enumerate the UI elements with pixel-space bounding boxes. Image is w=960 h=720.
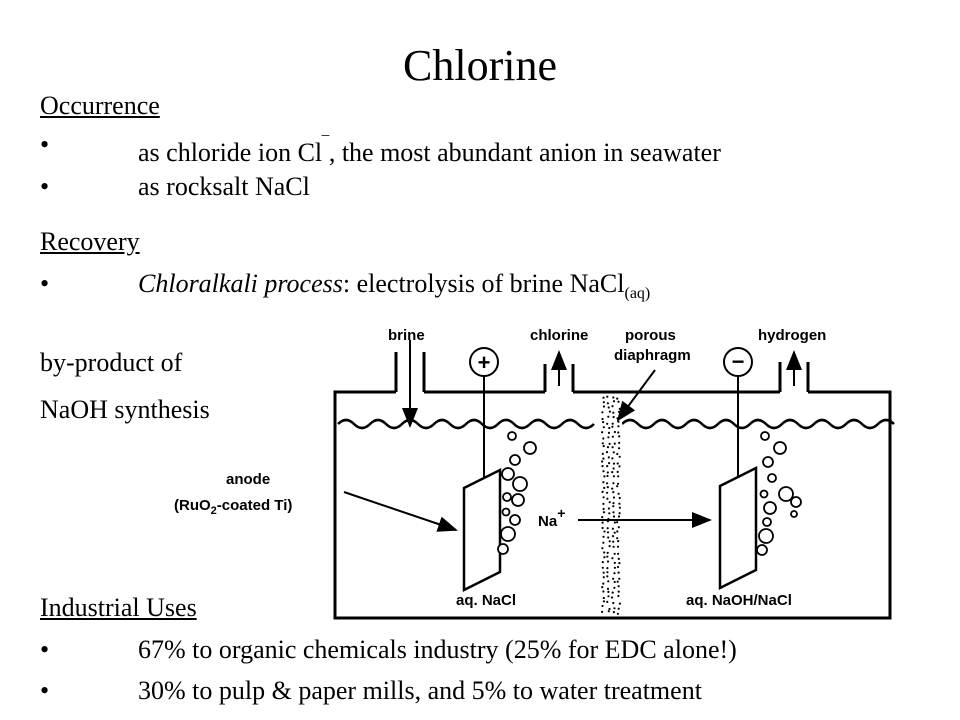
chlorine-outlet-pipe xyxy=(543,350,575,394)
cathode-electrode xyxy=(718,347,758,591)
byproduct-line-2: NaOH synthesis xyxy=(40,395,210,424)
porous-label: porous xyxy=(625,327,676,344)
diaphragm-label: diaphragm xyxy=(614,347,691,364)
anode-plus-sign: + xyxy=(478,350,491,375)
occurrence-item-2-text: as rocksalt NaCl xyxy=(138,172,310,201)
hydrogen-outlet-pipe xyxy=(778,350,810,394)
recovery-heading: Recovery xyxy=(40,227,140,256)
diaphragm-pointer-arrow xyxy=(616,369,656,422)
process-name: Chloralkali process xyxy=(138,269,343,298)
bullet-mark: • xyxy=(40,635,50,664)
anode-label: anode xyxy=(226,471,270,488)
byproduct-line-1: by-product of xyxy=(40,348,183,377)
aqueous-subscript: (aq) xyxy=(624,285,651,302)
chloride-charge: ‾ xyxy=(322,134,329,156)
industrial-uses-heading: Industrial Uses xyxy=(40,593,197,622)
anode-pointer-arrow xyxy=(343,491,458,532)
bullet-mark: • xyxy=(40,676,50,705)
occurrence-item-1-rest: , the most abundant anion in seawater xyxy=(328,138,721,167)
brine-inlet-pipe xyxy=(394,340,426,428)
bullet-mark: • xyxy=(40,269,50,298)
anode-material-label: (RuO2-coated Ti) xyxy=(174,497,292,517)
brine-label: brine xyxy=(388,327,425,344)
slide-title: Chlorine xyxy=(403,41,557,90)
bullet-mark: • xyxy=(40,130,50,159)
process-description: : electrolysis of brine NaCl xyxy=(342,269,625,298)
cathode-minus-sign: − xyxy=(732,349,745,374)
anode-electrode xyxy=(462,347,502,593)
occurrence-heading: Occurrence xyxy=(40,91,160,120)
industrial-use-item-1: • 67% to organic chemicals industry (25%… xyxy=(40,634,920,666)
industrial-use-item-2: • 30% to pulp & paper mills, and 5% to w… xyxy=(40,675,920,707)
chlorine-label: chlorine xyxy=(530,327,588,344)
hydrogen-label: hydrogen xyxy=(758,327,826,344)
right-solution-label: aq. NaOH/NaCl xyxy=(686,592,792,609)
occurrence-item-2: • as rocksalt NaCl xyxy=(40,171,920,203)
liquid-surface-right xyxy=(621,418,895,430)
occurrence-item-1-text: as chloride ion Cl xyxy=(138,138,323,167)
hydrogen-bubbles xyxy=(756,431,802,556)
industrial-use-item-2-text: 30% to pulp & paper mills, and 5% to wat… xyxy=(138,676,702,705)
left-solution-label: aq. NaCl xyxy=(456,592,516,609)
porous-diaphragm xyxy=(600,394,622,616)
recovery-item-1: • Chloralkali process: electrolysis of b… xyxy=(40,268,920,304)
bullet-mark: • xyxy=(40,172,50,201)
cell-tank xyxy=(333,390,892,620)
sodium-ion-label: Na+ xyxy=(538,505,565,530)
chlorine-bubbles xyxy=(497,431,537,555)
industrial-use-item-1-text: 67% to organic chemicals industry (25% f… xyxy=(138,635,737,664)
liquid-surface-left xyxy=(337,418,595,430)
occurrence-item-1: • as chloride ion Cl‾, the most abundant… xyxy=(40,129,920,167)
